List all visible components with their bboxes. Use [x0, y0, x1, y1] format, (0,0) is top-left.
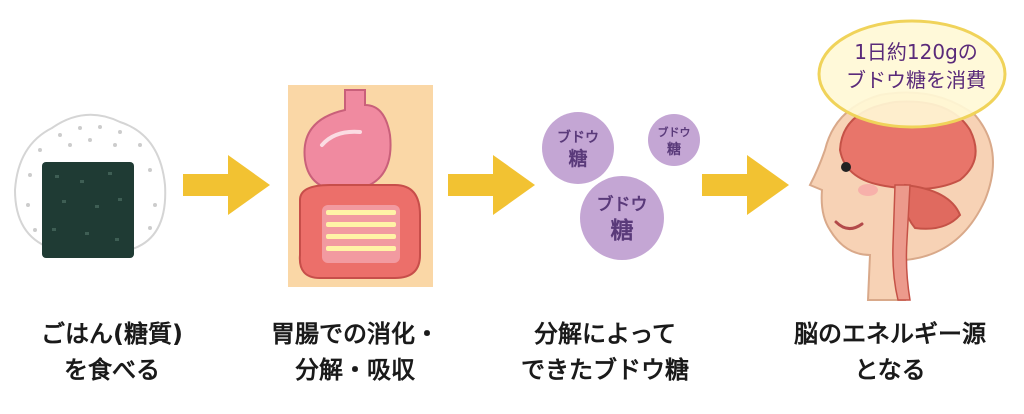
step4-caption: 脳のエネルギー源 となる [760, 316, 1020, 388]
rice-ball-icon [13, 113, 167, 258]
arrow-icon [702, 155, 789, 215]
caption-line: 脳のエネルギー源 [794, 320, 986, 348]
glucose-molecule: ブドウ 糖 [542, 112, 614, 184]
caption-line: を食べる [64, 356, 160, 384]
bubble-line2: ブドウ糖を消費 [846, 68, 986, 92]
stomach-intestines-icon [288, 85, 433, 287]
step1-caption: ごはん(糖質) を食べる [12, 316, 212, 388]
caption-line: 分解・吸収 [295, 356, 415, 384]
arrow-icon [183, 155, 270, 215]
glucose-molecule: ブドウ 糖 [648, 114, 700, 166]
nori-wrap [42, 162, 134, 258]
glucose-label-line2: 糖 [667, 141, 681, 158]
caption-line: ごはん(糖質) [41, 320, 183, 348]
caption-line: となる [854, 356, 926, 384]
bubble-line1: 1日約120gの [854, 40, 978, 64]
glucose-label-line1: ブドウ [557, 129, 599, 146]
caption-line: 胃腸での消化・ [271, 320, 439, 348]
step3-caption: 分解によって できたブドウ糖 [500, 316, 710, 388]
glucose-label-line1: ブドウ [597, 194, 648, 215]
caption-line: できたブドウ糖 [521, 356, 689, 384]
caption-line: 分解によって [533, 320, 677, 348]
arrow-icon [448, 155, 535, 215]
bubble-text: 1日約120gの ブドウ糖を消費 [826, 38, 1006, 94]
glucose-label-line1: ブドウ [658, 125, 691, 139]
consumption-bubble [817, 19, 1007, 129]
glucose-label-line2: 糖 [611, 217, 634, 244]
glucose-label-line2: 糖 [568, 147, 587, 170]
step2-caption: 胃腸での消化・ 分解・吸収 [250, 316, 460, 388]
glucose-molecule: ブドウ 糖 [580, 176, 664, 260]
